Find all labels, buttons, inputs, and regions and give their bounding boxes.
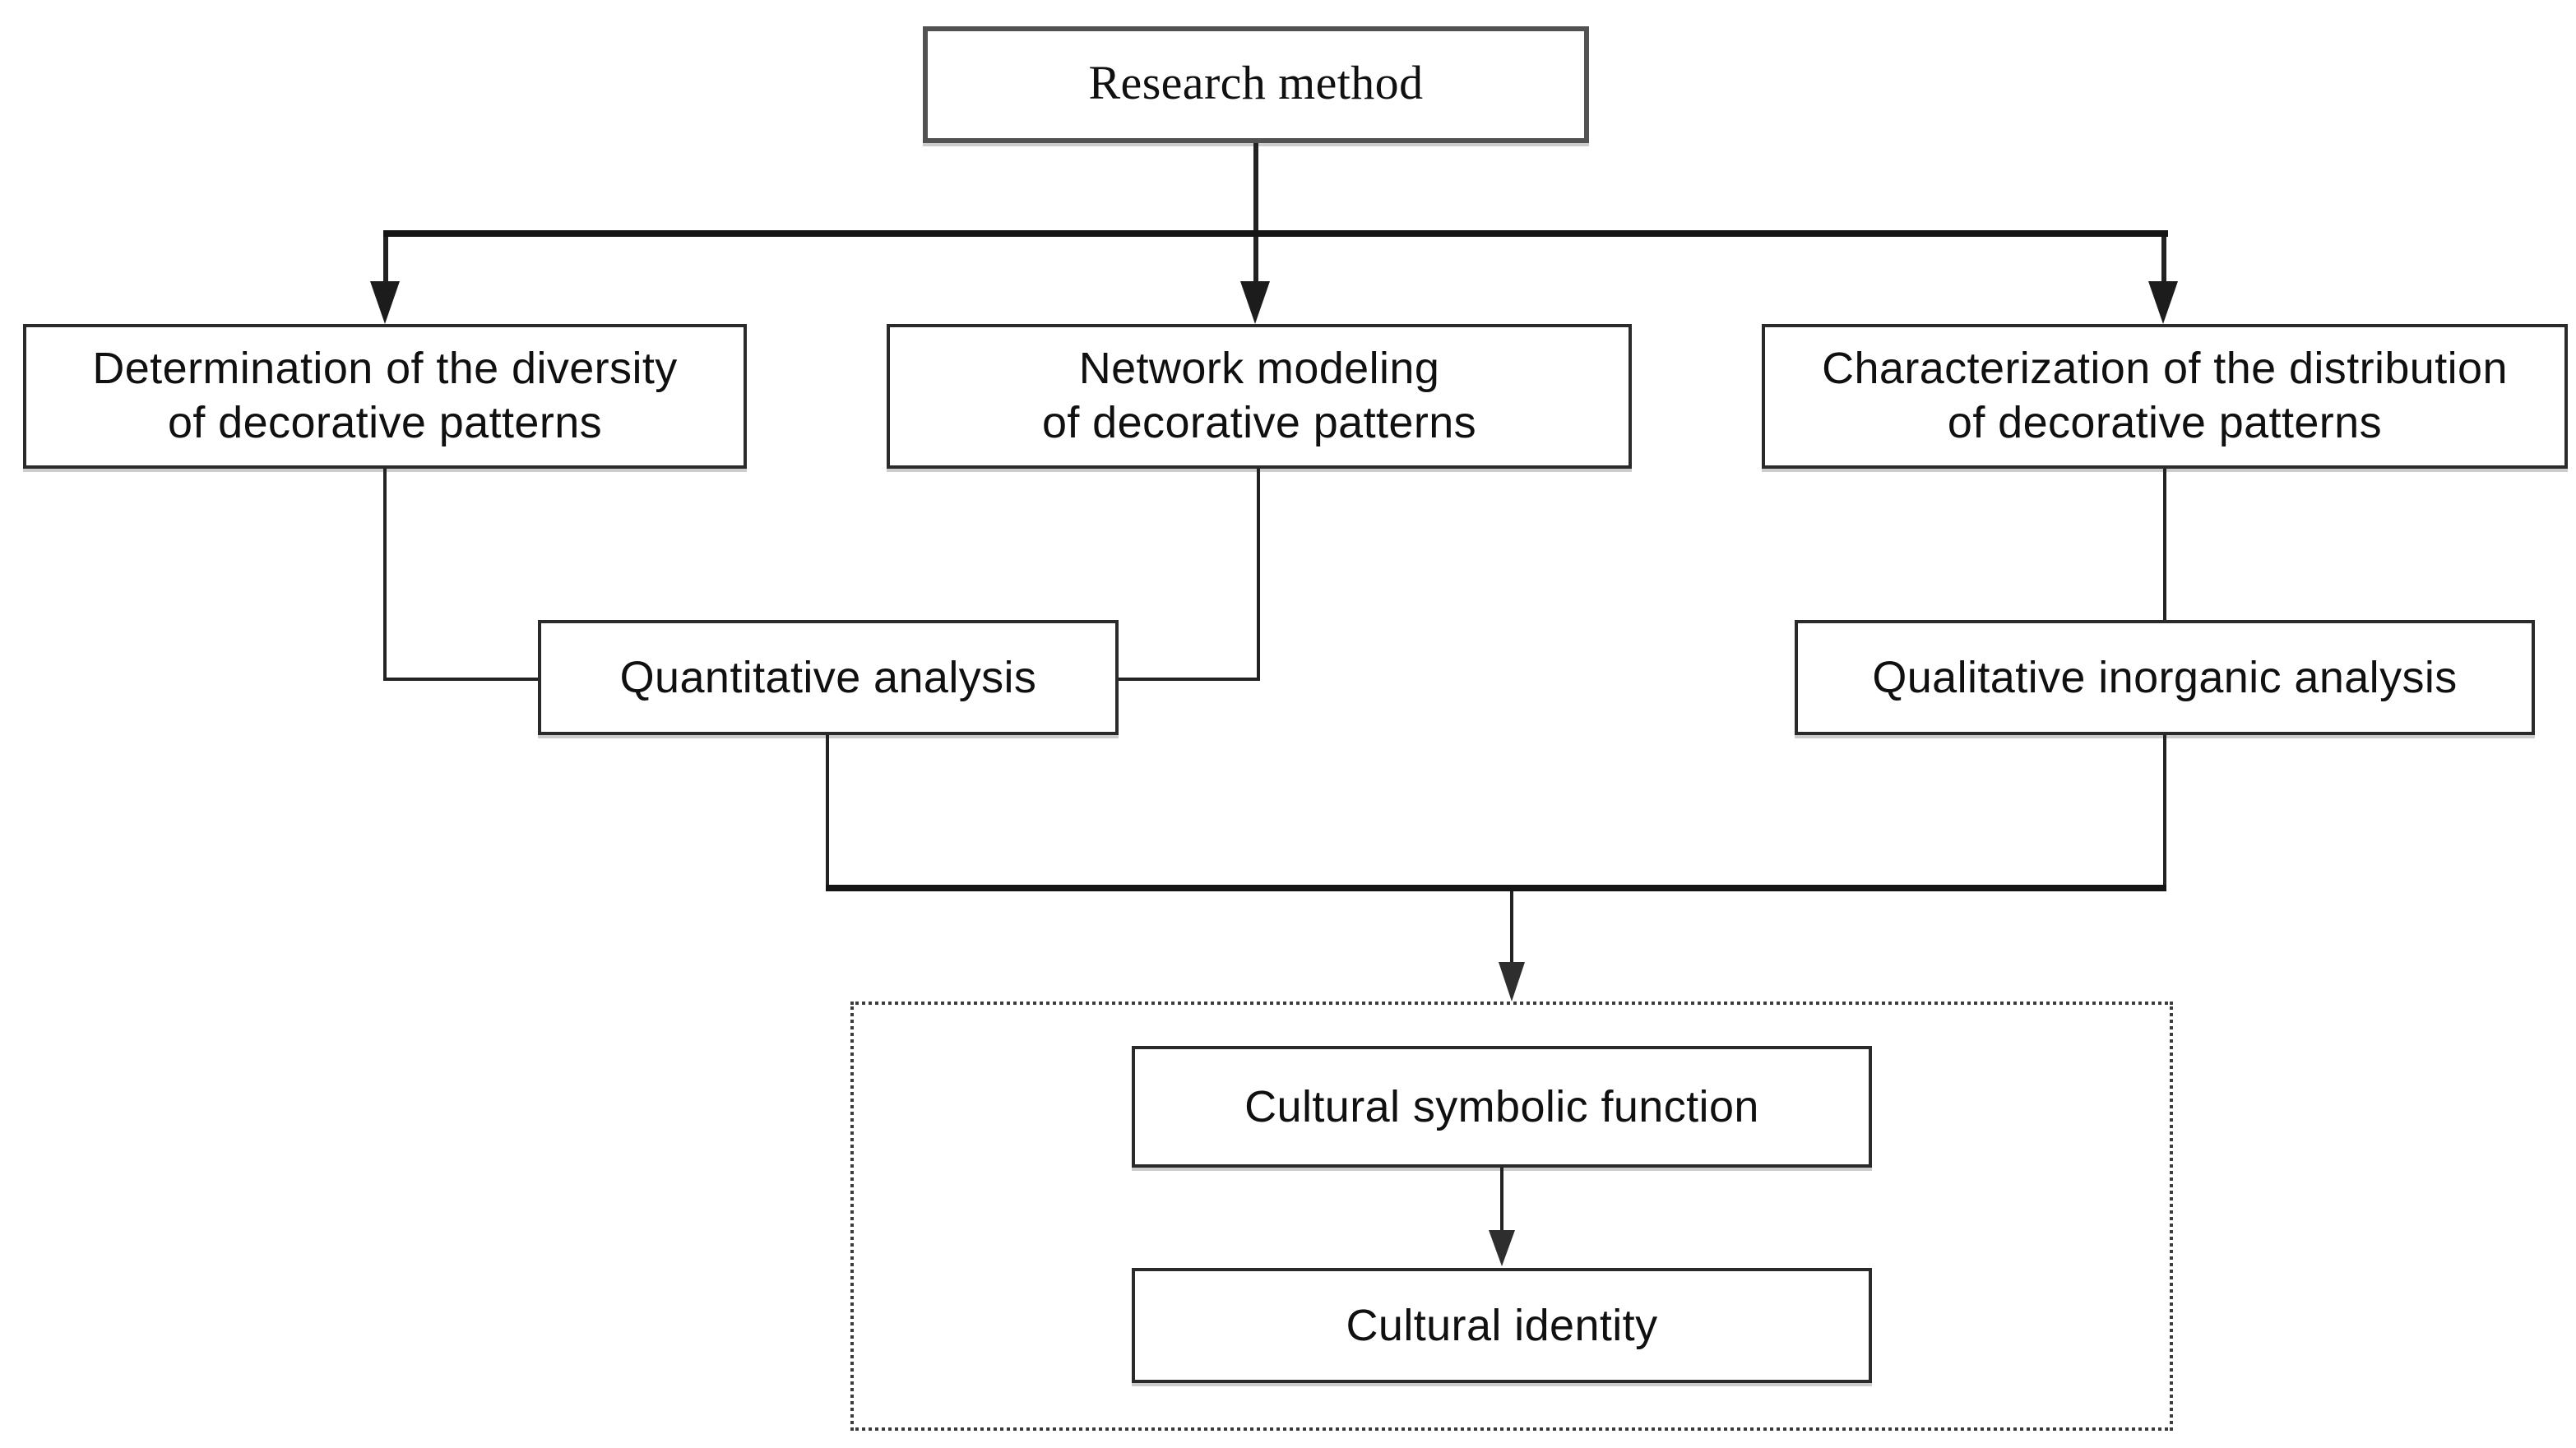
merge-line [826, 885, 2166, 891]
node-cultural-identity: Cultural identity [1132, 1268, 1872, 1383]
connector-characterization-down [2163, 469, 2166, 620]
node-cultural-identity-label: Cultural identity [1346, 1300, 1658, 1349]
connector-merge-down [1510, 891, 1513, 965]
connector-qualitative-down [2163, 735, 2166, 888]
connector-symbolic-to-identity [1500, 1168, 1503, 1233]
node-characterization: Characterization of the distribution of … [1762, 324, 2568, 469]
arrowhead-down-network [1240, 281, 1270, 324]
arrowhead-down-determination [370, 281, 400, 324]
connector-determination-right [383, 678, 538, 681]
connector-to-characterization [2161, 237, 2166, 281]
distribution-line [383, 230, 2168, 237]
node-determination-label: Determination of the diversity of decora… [92, 344, 678, 447]
arrowhead-down-cultural-identity [1489, 1230, 1515, 1266]
node-network-modeling-label: Network modeling of decorative patterns [1041, 344, 1477, 447]
node-qualitative-analysis-label: Qualitative inorganic analysis [1872, 652, 2458, 701]
node-research-method-label: Research method [1088, 58, 1424, 110]
node-qualitative-analysis: Qualitative inorganic analysis [1795, 620, 2535, 735]
node-network-modeling: Network modeling of decorative patterns [887, 324, 1632, 469]
connector-determination-down [383, 469, 387, 681]
connector-to-determination [383, 237, 388, 281]
connector-network-down [1257, 469, 1260, 681]
node-determination: Determination of the diversity of decora… [23, 324, 747, 469]
arrowhead-down-cultural-group [1499, 962, 1525, 1002]
node-cultural-symbolic-function-label: Cultural symbolic function [1244, 1081, 1759, 1131]
arrowhead-down-characterization [2148, 281, 2178, 324]
node-research-method: Research method [923, 26, 1589, 143]
node-cultural-symbolic-function: Cultural symbolic function [1132, 1046, 1872, 1168]
node-quantitative-analysis: Quantitative analysis [538, 620, 1119, 735]
connector-quantitative-down [826, 735, 829, 888]
node-characterization-label: Characterization of the distribution of … [1822, 344, 2508, 447]
connector-network-left [1119, 678, 1260, 681]
cultural-outcome-group [850, 1002, 2173, 1431]
connector-research-to-network [1253, 143, 1258, 281]
node-quantitative-analysis-label: Quantitative analysis [619, 652, 1037, 701]
